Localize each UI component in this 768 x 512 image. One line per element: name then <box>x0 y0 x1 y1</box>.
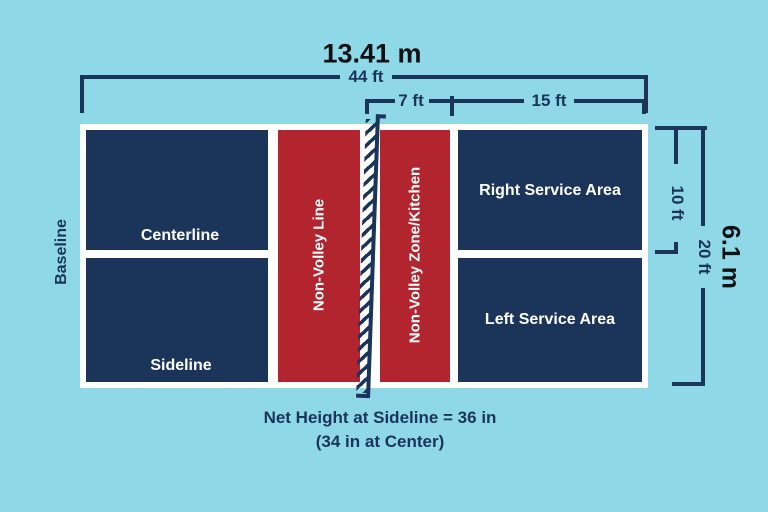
dim-20ft-label: 20 ft <box>695 239 714 275</box>
dim-10ft-tick-bottom <box>655 250 678 254</box>
baseline-label: Baseline <box>53 219 70 285</box>
dim-20ft-line-bottom <box>701 288 705 386</box>
dim-right-top-tick <box>655 126 707 130</box>
dim-7ft-tick-left <box>365 99 369 114</box>
dim-44ft-label: 44 ft <box>348 67 384 86</box>
panel-right-top <box>458 130 642 250</box>
net-height-note-line1: Net Height at Sideline = 36 in <box>263 408 497 427</box>
right-service-area-label: Right Service Area <box>479 182 621 199</box>
dim-7ft-label: 7 ft <box>398 91 424 110</box>
dim-15ft-label: 15 ft <box>531 91 567 110</box>
dim-10ft-line-top <box>674 126 678 164</box>
dim-20ft-line-top <box>701 126 705 226</box>
court-width-metric-label: 13.41 m <box>322 38 422 69</box>
dim-7ft-line-left <box>365 99 395 103</box>
centerline-label: Centerline <box>140 227 220 244</box>
dim-7ft-tick-shared <box>450 96 454 116</box>
panel-left-bottom <box>86 258 268 382</box>
dim-15ft-tick-right <box>642 99 646 114</box>
left-service-area-label: Left Service Area <box>484 311 616 328</box>
sideline-label: Sideline <box>150 357 212 374</box>
net-top-cap <box>375 114 386 119</box>
panel-non-volley-left <box>278 130 360 382</box>
dim-10ft-line-bottom <box>674 242 678 254</box>
dim-15ft-line-right <box>574 99 646 103</box>
dim-44ft-line-left <box>80 75 340 79</box>
net-height-note-line2: (34 in at Center) <box>315 432 445 451</box>
dim-10ft-label: 10 ft <box>668 185 687 221</box>
net-bottom-cap <box>356 393 369 399</box>
dim-20ft-tick-bottom <box>672 382 705 386</box>
court-height-metric-label: 6.1 m <box>716 225 745 289</box>
panel-right-bottom <box>458 258 642 382</box>
dim-44ft-line-right <box>392 75 648 79</box>
panel-left-top <box>86 130 268 250</box>
dim-44ft-tick-left <box>80 75 84 113</box>
non-volley-line-label: Non-Volley Line <box>310 198 328 312</box>
dim-7ft-line-right <box>429 99 452 103</box>
non-volley-zone-label: Non-Volley Zone/Kitchen <box>406 166 424 344</box>
dim-15ft-line-left <box>454 99 524 103</box>
dim-44ft-tick-right <box>644 75 648 113</box>
panel-non-volley-right <box>380 130 450 382</box>
